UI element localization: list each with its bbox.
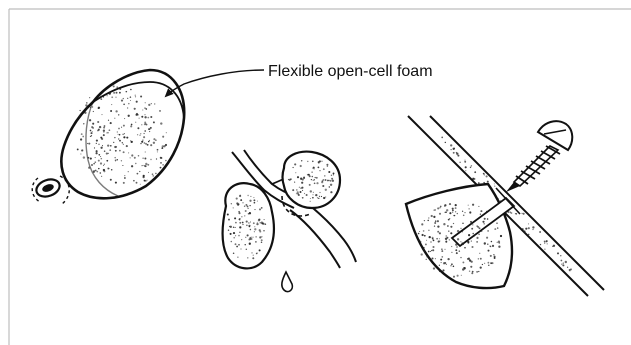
small-ring-icon (32, 176, 69, 204)
screw-icon (506, 121, 572, 192)
foam-wedge-with-screw-icon (406, 116, 604, 296)
callout-label: Flexible open-cell foam (268, 62, 433, 82)
foam-stuffed-branch-icon (223, 150, 357, 292)
foam-cylinder-icon (61, 70, 184, 198)
